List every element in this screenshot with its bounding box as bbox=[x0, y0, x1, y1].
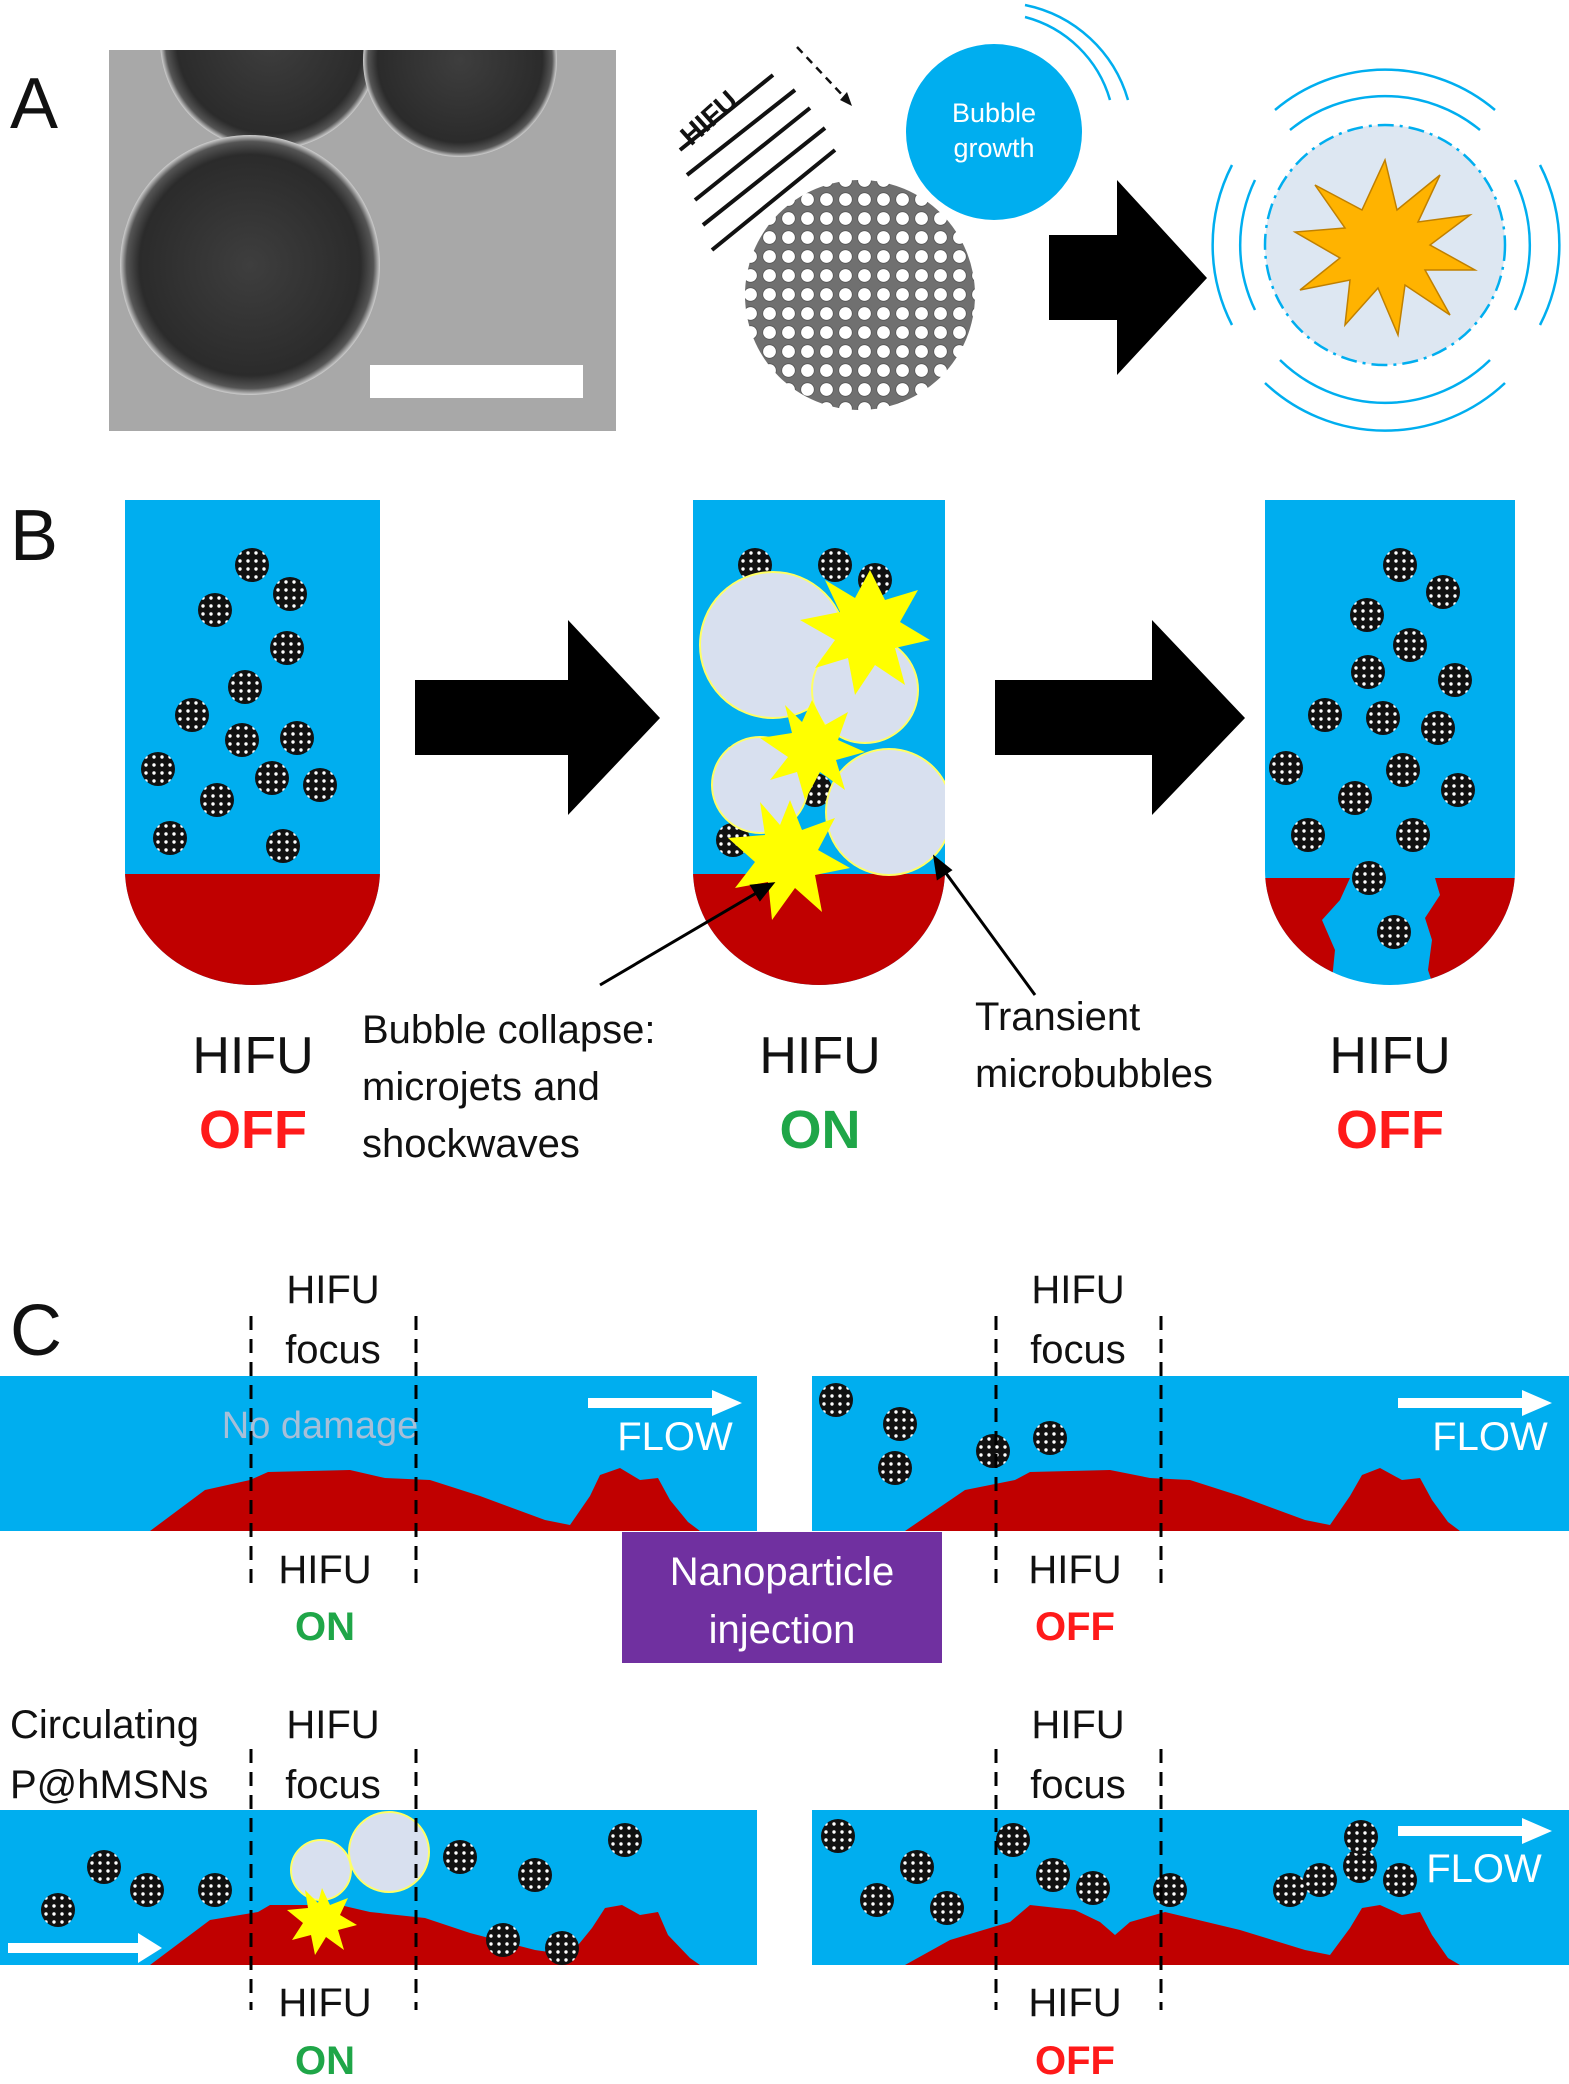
injection-label-1: Nanoparticle bbox=[670, 1550, 895, 1594]
no-damage-label: No damage bbox=[222, 1405, 418, 1447]
arrow-b1 bbox=[415, 620, 660, 815]
b-col2-label: HIFU bbox=[759, 1027, 880, 1085]
focus-label-tl-1: HIFU bbox=[286, 1268, 379, 1312]
b-col3-status: OFF bbox=[1336, 1100, 1444, 1160]
injection-box bbox=[622, 1532, 942, 1663]
flow-label-1: FLOW bbox=[617, 1415, 733, 1459]
circulating-label-2: P@hMSNs bbox=[10, 1763, 208, 1807]
c-tl-status: ON bbox=[295, 1605, 355, 1649]
tem-image bbox=[109, 50, 616, 431]
c-tl-hifu: HIFU bbox=[278, 1548, 371, 1592]
vessel-bottom-left bbox=[0, 1810, 757, 1965]
focus-label-tr-2: focus bbox=[1030, 1328, 1126, 1372]
porous-particle bbox=[745, 180, 975, 410]
tube-after bbox=[1265, 500, 1515, 985]
annotation-pointers bbox=[599, 854, 1037, 996]
collapse-annotation-1: Bubble collapse: bbox=[362, 1008, 656, 1052]
c-br-status: OFF bbox=[1035, 2039, 1115, 2083]
focus-lines bbox=[249, 1316, 1163, 2010]
c-bl-hifu: HIFU bbox=[278, 1981, 371, 2025]
c-bl-status: ON bbox=[295, 2039, 355, 2083]
arrow-a bbox=[1049, 180, 1207, 375]
focus-label-bl-1: HIFU bbox=[286, 1703, 379, 1747]
bubble-growth-label-1: Bubble bbox=[952, 98, 1036, 128]
circulating-label-1: Circulating bbox=[10, 1703, 199, 1747]
flow-label-2: FLOW bbox=[1432, 1415, 1548, 1459]
focus-label-br-2: focus bbox=[1030, 1763, 1126, 1807]
b-col3-label: HIFU bbox=[1329, 1027, 1450, 1085]
collapse-annotation-3: shockwaves bbox=[362, 1122, 580, 1166]
c-br-hifu: HIFU bbox=[1028, 1981, 1121, 2025]
tube-during bbox=[693, 500, 945, 985]
c-tr-hifu: HIFU bbox=[1028, 1548, 1121, 1592]
focus-label-br-1: HIFU bbox=[1031, 1703, 1124, 1747]
tube-before bbox=[125, 500, 380, 985]
microbubbles-annotation-1: Transient bbox=[975, 995, 1140, 1039]
microbubbles-annotation-2: microbubbles bbox=[975, 1052, 1213, 1096]
collapse-annotation-2: microjets and bbox=[362, 1065, 600, 1109]
panel-letter-b: B bbox=[10, 496, 58, 576]
collapse-illustration bbox=[1211, 68, 1561, 432]
bubble-growth-label-2: growth bbox=[953, 133, 1034, 163]
focus-label-bl-2: focus bbox=[285, 1763, 381, 1807]
bubble-growth bbox=[906, 44, 1082, 220]
focus-label-tr-1: HIFU bbox=[1031, 1268, 1124, 1312]
hifu-label-a: HIFU bbox=[674, 85, 743, 152]
flow-arrows bbox=[588, 1390, 1552, 1844]
panel-letter-c: C bbox=[10, 1291, 62, 1371]
b-col1-label: HIFU bbox=[192, 1027, 313, 1085]
hifu-wave-lines bbox=[678, 46, 852, 252]
b-col1-status: OFF bbox=[199, 1100, 307, 1160]
arrow-b2 bbox=[995, 620, 1245, 815]
flow-label-3: FLOW bbox=[1426, 1847, 1542, 1891]
scale-bar bbox=[370, 365, 583, 398]
panel-letter-a: A bbox=[10, 64, 58, 144]
b-col2-status: ON bbox=[780, 1100, 861, 1160]
c-tr-status: OFF bbox=[1035, 1605, 1115, 1649]
injection-label-2: injection bbox=[709, 1608, 856, 1652]
bubble-wave-arcs bbox=[1024, 3, 1130, 101]
focus-label-tl-2: focus bbox=[285, 1328, 381, 1372]
